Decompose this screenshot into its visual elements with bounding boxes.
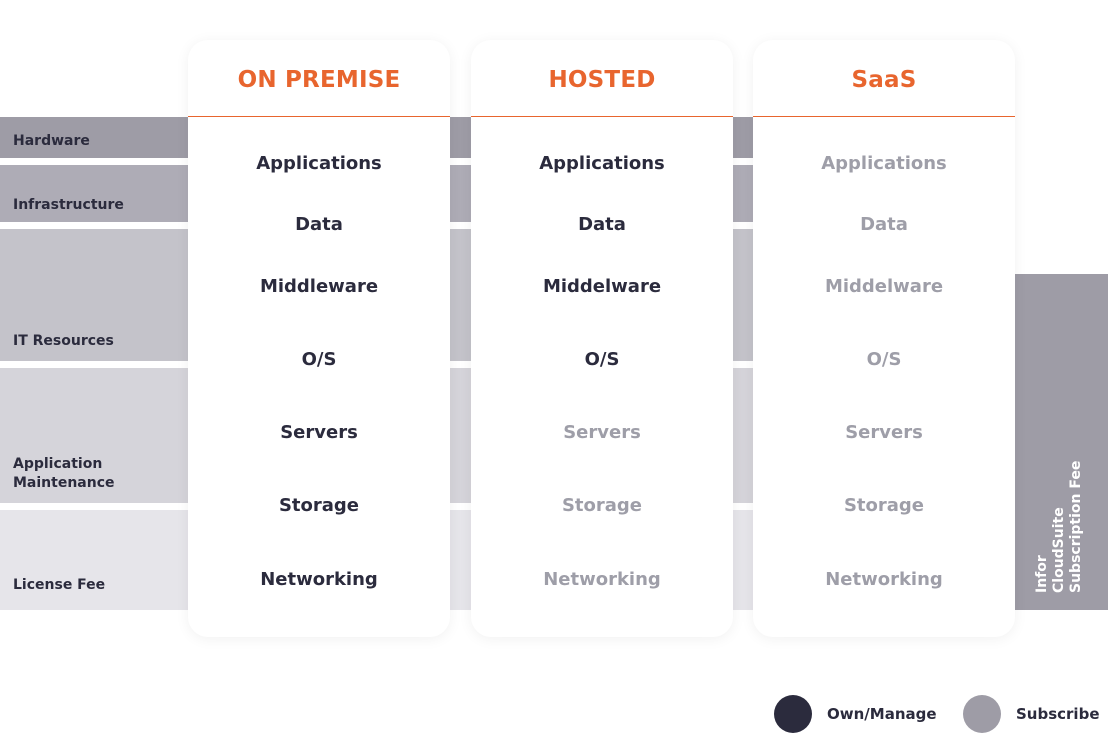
column-divider	[188, 116, 450, 117]
layer-os: O/S	[866, 349, 902, 370]
layer-middleware: Middelware	[824, 276, 944, 297]
layer-data: Data	[295, 214, 343, 235]
column-saas: SaaS Applications Data Middelware O/S Se…	[753, 40, 1015, 637]
layer-middleware: Middleware	[259, 276, 379, 297]
layer-storage: Storage	[278, 495, 360, 516]
column-title: HOSTED	[548, 67, 656, 93]
layer-networking: Networking	[543, 569, 661, 590]
layer-networking: Networking	[260, 569, 378, 590]
layer-data: Data	[860, 214, 908, 235]
band-label-infrastructure: Infrastructure	[13, 197, 124, 213]
layer-servers: Servers	[563, 422, 641, 443]
layer-os: O/S	[301, 349, 337, 370]
layer-data: Data	[578, 214, 626, 235]
column-divider	[753, 116, 1015, 117]
legend-own-manage-swatch	[774, 695, 812, 733]
column-title: SaaS	[851, 67, 917, 93]
layer-storage: Storage	[843, 495, 925, 516]
column-on-premise: ON PREMISE Applications Data Middleware …	[188, 40, 450, 637]
column-hosted: HOSTED Applications Data Middelware O/S …	[471, 40, 733, 637]
layer-storage: Storage	[561, 495, 643, 516]
layer-servers: Servers	[845, 422, 923, 443]
layer-networking: Networking	[825, 569, 943, 590]
band-label-application-maintenance: Application Maintenance	[13, 456, 115, 491]
column-divider	[471, 116, 733, 117]
legend-subscribe-label: Subscribe	[1016, 705, 1100, 723]
band-label-hardware: Hardware	[13, 133, 90, 149]
subscription-fee-label: Infor CloudSuite Subscription Fee	[1034, 460, 1084, 593]
layer-servers: Servers	[280, 422, 358, 443]
legend-own-manage-label: Own/Manage	[827, 705, 937, 723]
layer-os: O/S	[584, 349, 620, 370]
subscription-fee-box	[1015, 274, 1108, 610]
band-label-license-fee: License Fee	[13, 577, 106, 593]
band-label-it-resources: IT Resources	[13, 333, 114, 349]
column-title: ON PREMISE	[237, 67, 401, 93]
layer-applications: Applications	[256, 153, 382, 174]
layer-applications: Applications	[539, 153, 665, 174]
layer-applications: Applications	[821, 153, 947, 174]
legend-subscribe-swatch	[963, 695, 1001, 733]
layer-middleware: Middelware	[542, 276, 662, 297]
